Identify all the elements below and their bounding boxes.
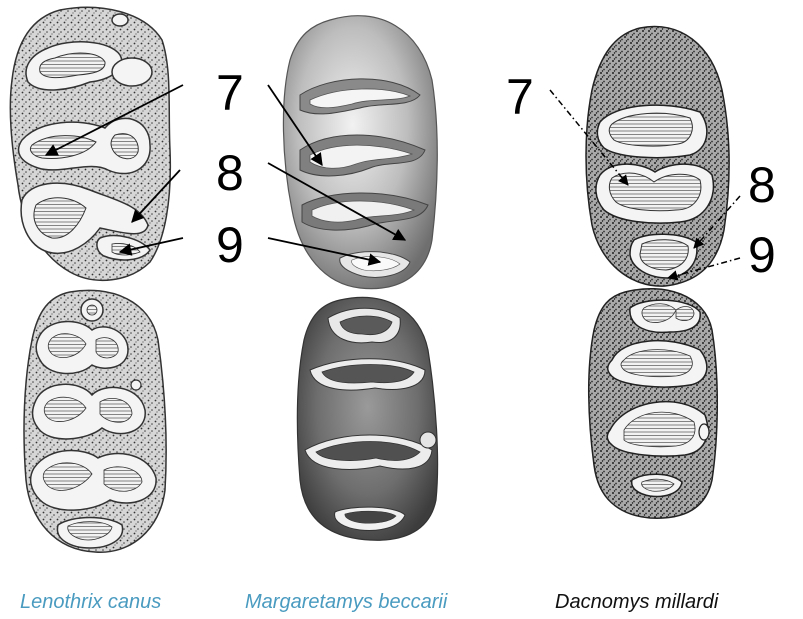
label-right-8: 8 bbox=[748, 160, 776, 210]
lenothrix-lower-molars bbox=[24, 290, 166, 552]
caption-lenothrix-canus: Lenothrix canus bbox=[20, 592, 161, 612]
label-right-9: 9 bbox=[748, 230, 776, 280]
margaretamys-lower-molars bbox=[297, 297, 437, 540]
caption-margaretamys-beccarii: Margaretamys beccarii bbox=[245, 592, 447, 612]
dacnomys-upper-molars bbox=[586, 27, 729, 287]
label-left-8: 8 bbox=[216, 148, 244, 198]
label-left-9: 9 bbox=[216, 220, 244, 270]
label-right-7: 7 bbox=[506, 72, 534, 122]
label-left-7: 7 bbox=[216, 68, 244, 118]
caption-dacnomys-millardi: Dacnomys millardi bbox=[555, 592, 718, 612]
lenothrix-upper-molars bbox=[10, 7, 170, 280]
dacnomys-lower-molars bbox=[589, 289, 718, 518]
margaretamys-upper-molars bbox=[283, 16, 437, 289]
